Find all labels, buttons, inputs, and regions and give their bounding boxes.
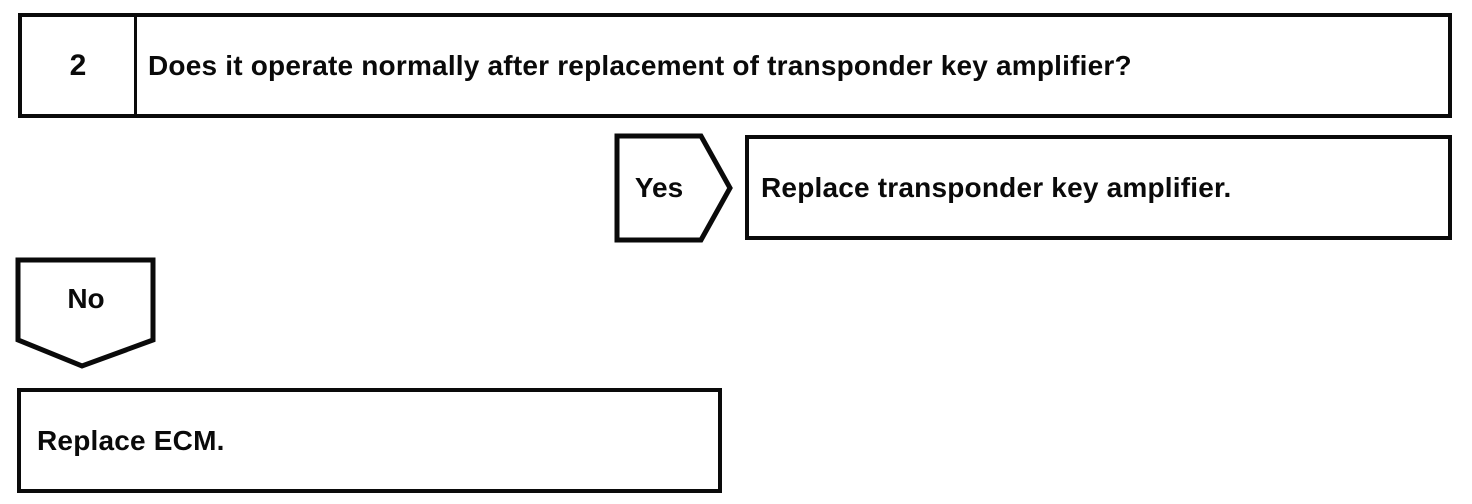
no-action-box: Replace ECM.	[17, 388, 722, 493]
no-pentagon-shape	[15, 257, 156, 369]
yes-pentagon-shape	[614, 133, 733, 243]
no-label: No	[67, 283, 105, 314]
step-question: Does it operate normally after replaceme…	[148, 49, 1132, 81]
step-box: 2 Does it operate normally after replace…	[18, 13, 1452, 118]
yes-label: Yes	[634, 172, 684, 203]
no-connector: No	[14, 256, 158, 370]
step-number: 2	[22, 17, 137, 114]
yes-action-box: Replace transponder key amplifier.	[745, 135, 1452, 240]
yes-action-text: Replace transponder key amplifier.	[761, 171, 1232, 203]
yes-pentagon-icon	[614, 133, 733, 243]
no-pentagon-icon	[15, 257, 156, 369]
yes-connector: Yes	[613, 132, 735, 244]
no-action-text: Replace ECM.	[37, 424, 225, 456]
